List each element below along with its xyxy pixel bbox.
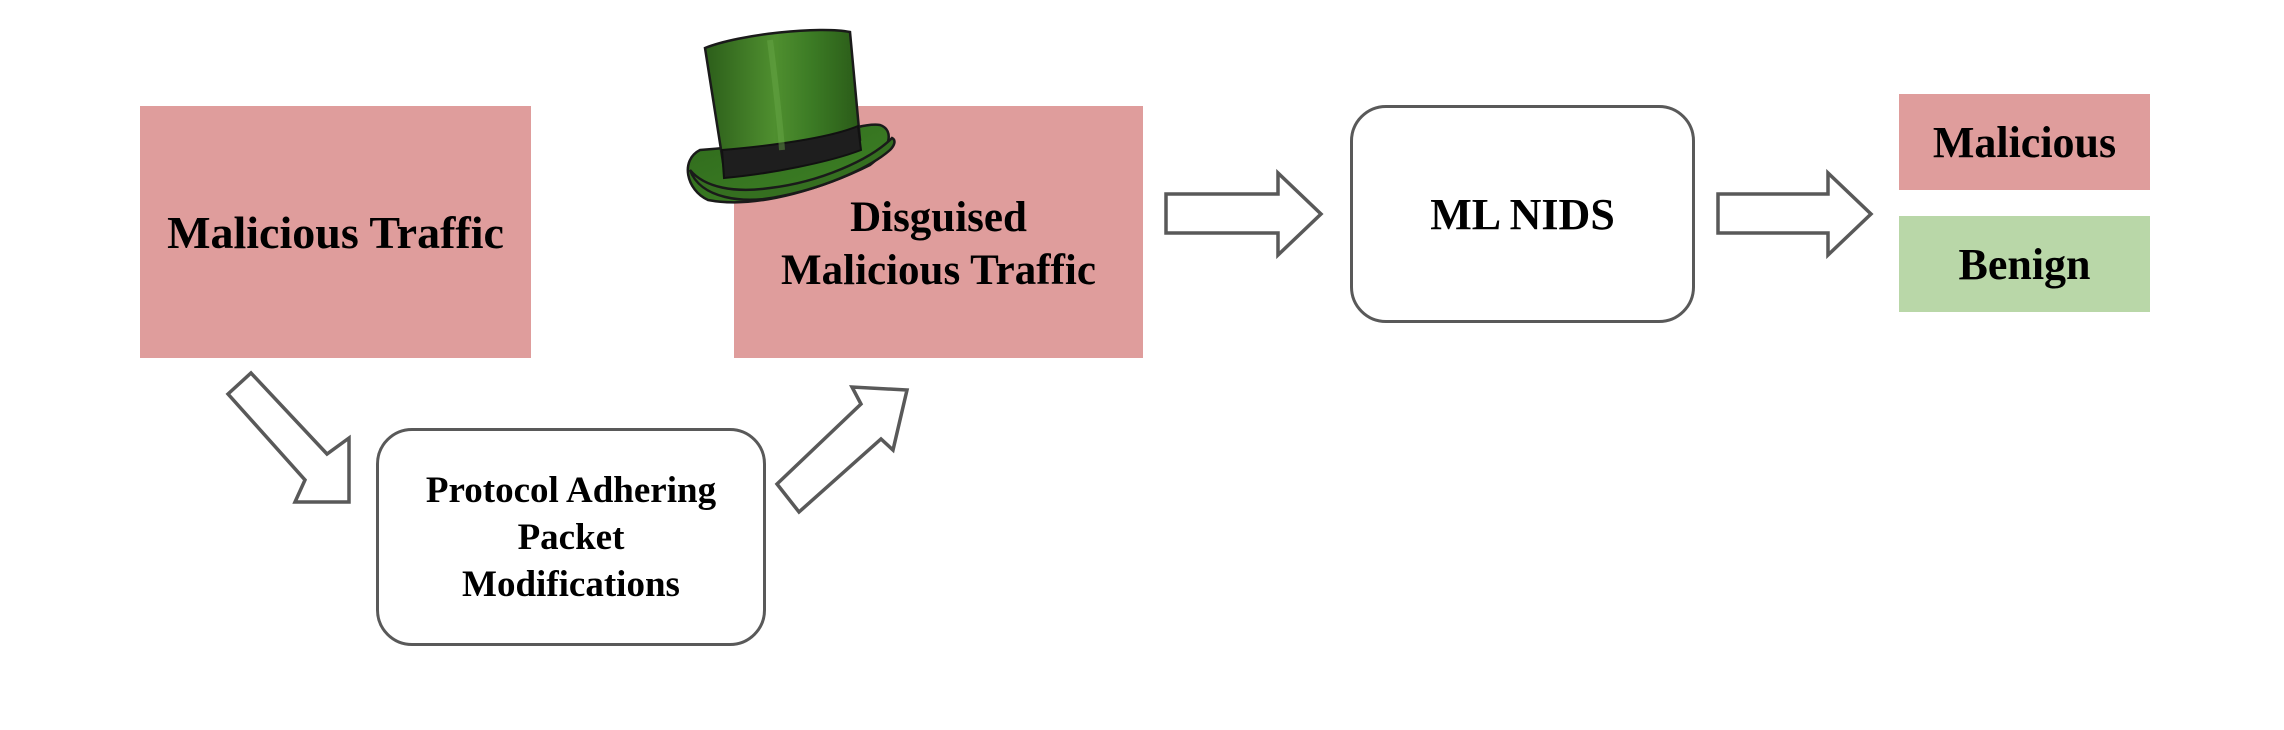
ml-nids-box: ML NIDS: [1350, 105, 1695, 323]
disguised-label-line1: Disguised: [850, 194, 1027, 241]
output-benign-box: Benign: [1899, 216, 2150, 312]
arrow-to-output-icon: [1716, 168, 1874, 260]
output-malicious-label: Malicious: [1932, 117, 2117, 167]
disguised-label-line2: Malicious Traffic: [781, 247, 1096, 294]
output-malicious-box: Malicious: [1899, 94, 2150, 190]
arrow-to-disguised-icon: [774, 385, 910, 515]
disguised-malicious-traffic-box: Disguised Malicious Traffic: [734, 106, 1143, 358]
malicious-traffic-label: Malicious Traffic: [167, 206, 504, 258]
protocol-label-line2: Packet: [517, 516, 625, 558]
arrow-to-ml-nids-icon: [1164, 168, 1324, 260]
ml-nids-label: ML NIDS: [1430, 189, 1615, 239]
arrow-to-protocol-icon: [225, 370, 351, 504]
malicious-traffic-box: Malicious Traffic: [140, 106, 531, 358]
output-benign-label: Benign: [1958, 239, 2091, 289]
protocol-modifications-box: Protocol Adhering Packet Modifications: [376, 428, 766, 646]
protocol-label-line3: Modifications: [462, 563, 680, 605]
protocol-label-line1: Protocol Adhering: [425, 469, 717, 511]
